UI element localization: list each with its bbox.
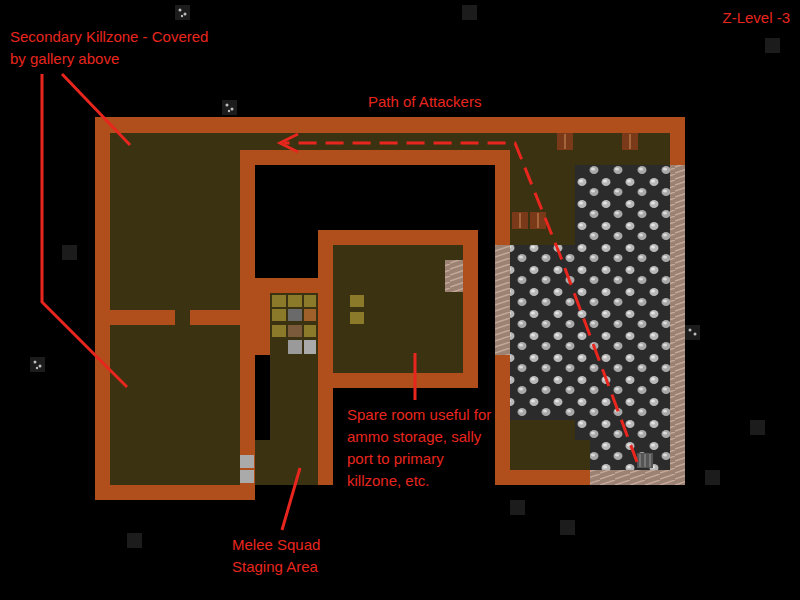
walls xyxy=(95,117,685,500)
spare-room-note: Spare room useful for ammo storage, sall… xyxy=(347,404,497,492)
inner-rooms xyxy=(255,230,478,485)
smoothed-walls xyxy=(495,165,685,485)
rough-stone-floor xyxy=(510,165,670,470)
annotation-lines xyxy=(42,74,637,530)
unexcavated-rock xyxy=(255,165,495,500)
z-level-title: Z-Level -3 xyxy=(722,7,790,29)
killzone-note: Secondary Killzone - Covered by gallery … xyxy=(10,26,210,70)
doors xyxy=(512,133,653,468)
stockpile-items xyxy=(240,295,364,483)
rock-specks xyxy=(30,5,780,548)
staging-note: Melee Squad Staging Area xyxy=(232,534,350,578)
path-note: Path of Attackers xyxy=(368,91,481,113)
killzone-divider xyxy=(110,310,240,325)
